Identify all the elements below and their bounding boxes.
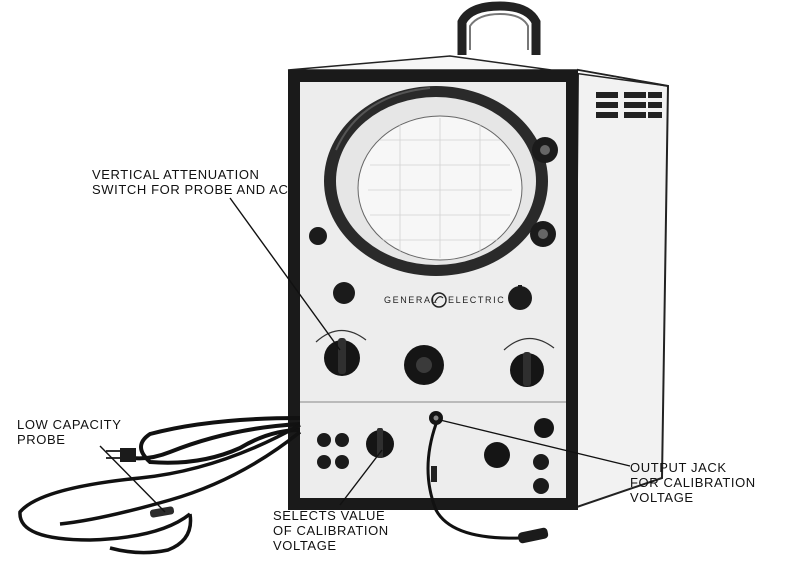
- power-cord: [131, 416, 301, 465]
- knob: [534, 418, 554, 438]
- binding-post: [533, 454, 549, 494]
- brand-right: ELECTRIC: [448, 295, 505, 305]
- ac-plug-icon: [106, 448, 136, 462]
- callout-output-jack: OUTPUT JACK FOR CALIBRATION VOLTAGE: [630, 460, 756, 505]
- crt-bezel: [324, 86, 548, 276]
- callout-line: VOLTAGE: [273, 538, 337, 553]
- ge-logo-icon: [431, 292, 447, 308]
- output-lead-plug: [518, 527, 549, 544]
- knob: [404, 345, 444, 385]
- knob: [508, 285, 532, 310]
- knob: [503, 337, 555, 387]
- callout-line: OF CALIBRATION: [273, 523, 389, 538]
- output-jack: [429, 411, 443, 425]
- callout-line: SELECTS VALUE: [273, 508, 386, 523]
- knob: [530, 221, 556, 247]
- small-toggle: [431, 466, 437, 482]
- callout-line: FOR CALIBRATION: [630, 475, 756, 490]
- brand-left: GENERAL: [384, 295, 438, 305]
- callout-line: VERTICAL ATTENUATION: [92, 167, 260, 182]
- leader-lines: [99, 197, 631, 513]
- knob: [333, 282, 355, 304]
- callout-line: OUTPUT JACK: [630, 460, 727, 475]
- knob: [484, 442, 510, 468]
- side-vents: [596, 92, 662, 118]
- cabinet-side: [572, 68, 670, 510]
- output-lead: [426, 423, 521, 540]
- knob: [309, 227, 327, 245]
- callout-vertical-attenuation: VERTICAL ATTENUATION SWITCH FOR PROBE AN…: [92, 167, 289, 197]
- probe-cable: [18, 423, 302, 555]
- callout-low-capacity-probe: LOW CAPACITY PROBE: [17, 417, 121, 447]
- vertical-attenuation-switch: [315, 329, 367, 376]
- carry-handle: [457, 1, 541, 55]
- callout-line: VOLTAGE: [630, 490, 694, 505]
- binding-post: [317, 433, 349, 469]
- crt-graticule: [368, 118, 512, 258]
- callout-line: LOW CAPACITY: [17, 417, 122, 432]
- knob: [532, 137, 558, 163]
- callout-selects-value: SELECTS VALUE OF CALIBRATION VOLTAGE: [273, 508, 389, 553]
- probe-tip: [149, 506, 175, 518]
- callout-line: PROBE: [17, 432, 66, 447]
- callout-line: SWITCH FOR PROBE AND AC: [92, 182, 289, 197]
